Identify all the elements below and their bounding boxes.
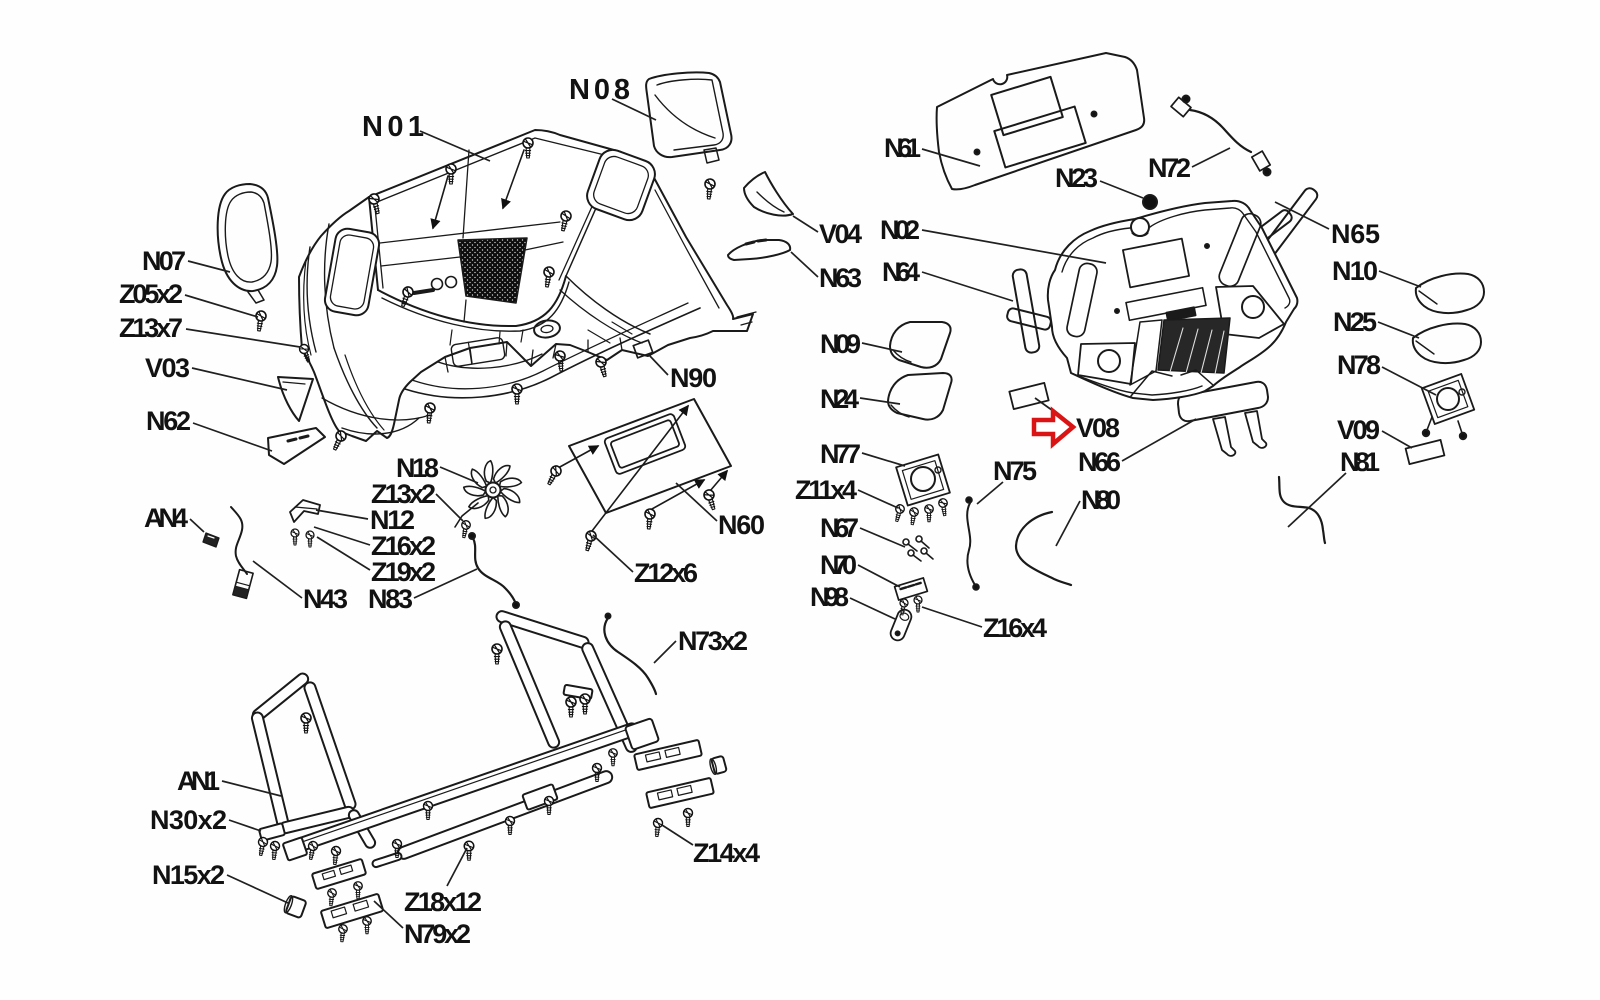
svg-text:N15x2: N15x2 [152,860,225,890]
svg-text:V03: V03 [145,353,190,383]
svg-text:N90: N90 [670,363,717,393]
svg-text:N30x2: N30x2 [150,805,227,835]
svg-text:N23: N23 [1055,163,1098,193]
svg-text:N81: N81 [1340,447,1380,477]
svg-text:N83: N83 [368,584,413,614]
svg-text:N02: N02 [880,215,920,245]
svg-text:AN1: AN1 [177,766,220,796]
svg-text:N09: N09 [820,329,861,359]
svg-text:Z19x2: Z19x2 [371,557,436,587]
svg-text:AN4: AN4 [144,503,188,533]
svg-text:N79x2: N79x2 [404,919,471,949]
svg-text:N08: N08 [569,74,630,106]
svg-text:N25: N25 [1333,307,1377,337]
svg-text:Z12x6: Z12x6 [634,558,698,588]
svg-text:N43: N43 [303,584,348,614]
svg-text:Z13x7: Z13x7 [119,313,183,343]
svg-text:N72: N72 [1148,153,1191,183]
svg-text:V04: V04 [819,219,862,249]
svg-text:N66: N66 [1078,447,1121,477]
svg-text:N61: N61 [884,133,921,163]
svg-text:N70: N70 [820,550,857,580]
svg-text:N98: N98 [810,582,849,612]
svg-text:Z18x12: Z18x12 [404,887,482,917]
svg-text:V09: V09 [1337,415,1380,445]
svg-text:Z11x4: Z11x4 [795,475,857,505]
svg-text:N10: N10 [1332,256,1378,286]
svg-text:Z16x2: Z16x2 [371,531,436,561]
svg-text:N78: N78 [1337,350,1381,380]
svg-text:N77: N77 [820,439,861,469]
svg-text:Z05x2: Z05x2 [119,279,183,309]
svg-text:N01: N01 [362,111,424,143]
svg-text:N67: N67 [820,513,859,543]
svg-text:N80: N80 [1081,485,1121,515]
svg-text:N62: N62 [146,406,191,436]
svg-text:N75: N75 [993,456,1037,486]
svg-text:Z16x4: Z16x4 [983,613,1047,643]
svg-text:N65: N65 [1331,219,1380,249]
svg-text:N63: N63 [819,263,862,293]
svg-text:V08: V08 [1076,413,1120,443]
svg-text:N18: N18 [396,453,439,483]
svg-text:Z13x2: Z13x2 [371,479,436,509]
svg-text:N24: N24 [820,384,859,414]
svg-text:N07: N07 [142,246,186,276]
svg-text:N60: N60 [718,510,765,540]
svg-text:N73x2: N73x2 [678,626,748,656]
svg-text:N12: N12 [370,505,415,535]
svg-text:N64: N64 [882,257,920,287]
svg-text:Z14x4: Z14x4 [693,838,760,868]
